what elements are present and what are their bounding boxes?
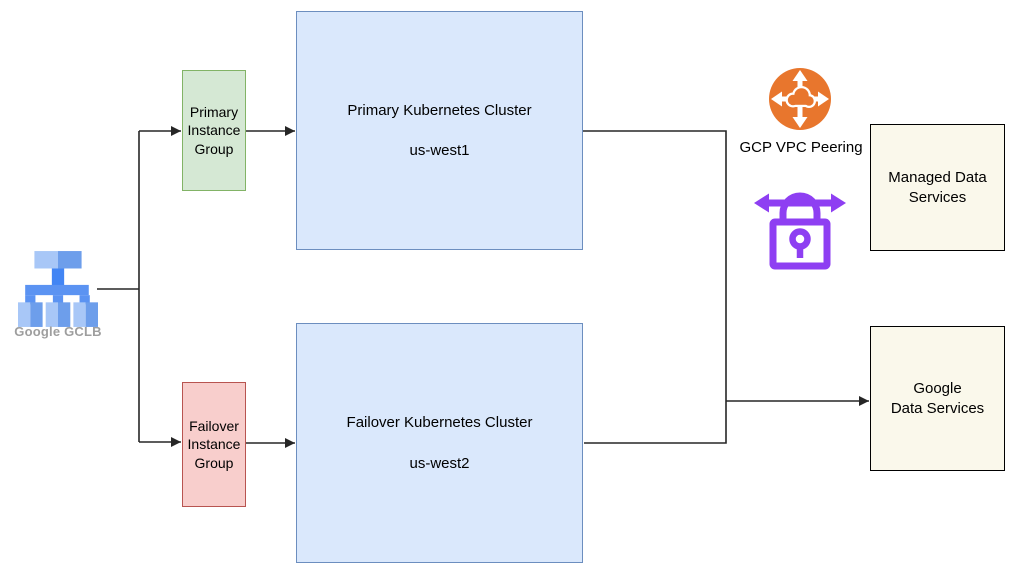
node-primary-kubernetes-cluster[interactable]: Primary Kubernetes Cluster us-west1 [296, 11, 583, 250]
node-label-line: Google [913, 380, 962, 397]
cluster-region: us-west2 [409, 454, 470, 472]
node-managed-data-services[interactable]: Managed Data Services [870, 124, 1005, 251]
node-primary-instance-group[interactable]: Primary Instance Group [182, 70, 246, 191]
node-google-data-services[interactable]: Google Data Services [870, 326, 1005, 471]
node-failover-kubernetes-cluster[interactable]: Failover Kubernetes Cluster us-west2 [296, 323, 583, 563]
vpc-peering-icon[interactable] [768, 67, 832, 131]
node-label-line: Group [194, 140, 234, 157]
cluster-title: Failover Kubernetes Cluster [346, 414, 533, 431]
cluster-region: us-west1 [409, 142, 470, 159]
vpc-peering-label: GCP VPC Peering [739, 139, 863, 156]
cluster-title: Primary Kubernetes Cluster [347, 101, 532, 119]
edge-clusters-join [583, 130, 727, 444]
node-label-line: Failover [189, 418, 239, 435]
node-label-line: Managed Data [888, 169, 987, 186]
node-label-line: Instance [187, 122, 241, 139]
node-label-line: Primary [189, 104, 239, 121]
node-label-line: Instance [187, 436, 241, 453]
node-label-line: Services [908, 188, 967, 206]
node-failover-instance-group[interactable]: Failover Instance Group [182, 382, 246, 507]
node-label-line: Data Services [890, 399, 985, 417]
node-label-line: Group [194, 454, 234, 471]
gclb-label: Google GCLB [14, 324, 102, 339]
vpn-lock-icon[interactable] [752, 176, 848, 272]
gclb-load-balancer-icon[interactable] [18, 251, 98, 327]
